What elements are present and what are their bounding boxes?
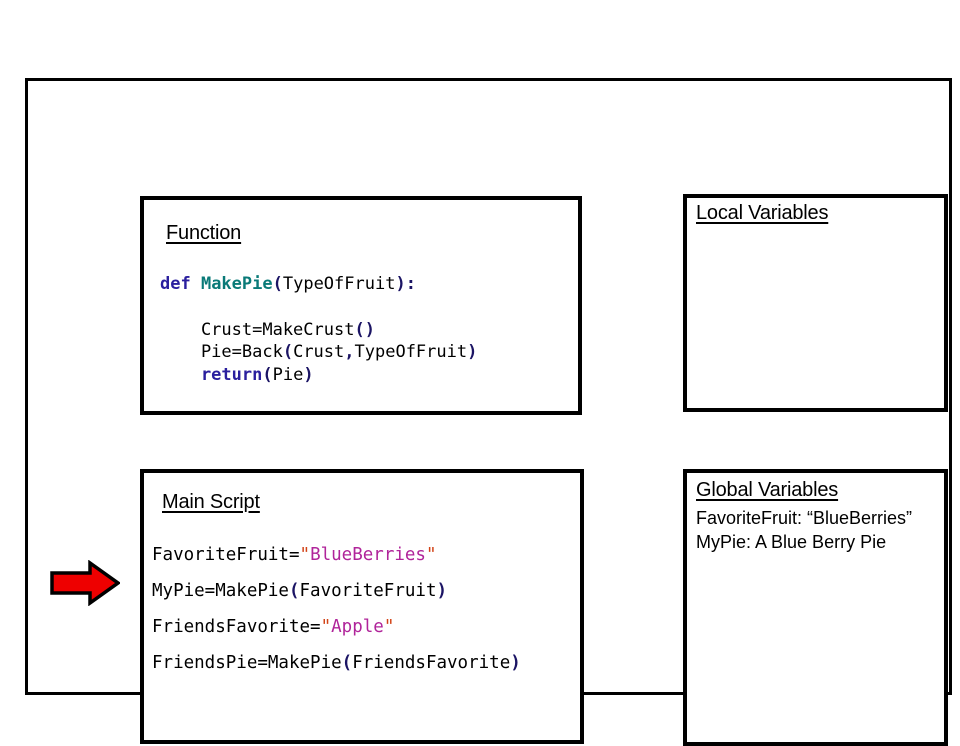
code-token: Pie=Back bbox=[160, 342, 283, 363]
code-token: ( bbox=[341, 652, 353, 673]
code-token bbox=[160, 297, 170, 317]
code-token: MyPie=MakePie bbox=[152, 580, 289, 601]
global-variables-list: FavoriteFruit: “BlueBerries” MyPie: A Blu… bbox=[696, 507, 912, 555]
code-token: Pie bbox=[272, 365, 304, 386]
local-variables-panel: Local Variables bbox=[683, 194, 948, 412]
code-line: def MakePie(TypeOfFruit): bbox=[160, 273, 477, 296]
global-variables-panel: Global Variables FavoriteFruit: “BlueBer… bbox=[683, 469, 948, 746]
diagram-outer-frame: Function def MakePie(TypeOfFruit): Crust… bbox=[25, 78, 952, 746]
code-token: ( bbox=[262, 365, 273, 386]
code-line: FriendsFavorite="Apple" bbox=[152, 610, 521, 646]
code-token: " bbox=[383, 616, 395, 637]
code-token: () bbox=[354, 319, 375, 340]
code-token: MakePie bbox=[200, 274, 273, 294]
right-arrow-icon bbox=[50, 559, 122, 607]
code-token: ) bbox=[467, 342, 478, 363]
code-line: return(Pie) bbox=[160, 364, 477, 387]
local-variables-panel-title: Local Variables bbox=[696, 202, 829, 224]
code-token: FriendsFavorite= bbox=[152, 616, 321, 637]
code-token: ( bbox=[272, 274, 283, 294]
code-token: ) bbox=[436, 580, 448, 601]
code-line: MyPie=MakePie(FavoriteFruit) bbox=[152, 574, 521, 610]
code-token: FriendsPie=MakePie bbox=[152, 652, 342, 673]
main-script-panel: Main Script FavoriteFruit="BlueBerries"M… bbox=[140, 469, 584, 744]
code-token: TypeOfFruit bbox=[282, 274, 396, 294]
code-line: Pie=Back(Crust,TypeOfFruit) bbox=[160, 341, 477, 364]
code-token: ( bbox=[288, 580, 300, 601]
function-panel: Function def MakePie(TypeOfFruit): Crust… bbox=[140, 196, 582, 415]
code-line bbox=[160, 296, 477, 319]
code-token: " bbox=[425, 545, 437, 565]
function-code-block: def MakePie(TypeOfFruit): Crust=MakeCrus… bbox=[160, 273, 477, 387]
code-line: FavoriteFruit="BlueBerries" bbox=[152, 538, 521, 574]
code-token: ( bbox=[282, 342, 294, 363]
code-token: " bbox=[320, 616, 332, 637]
main-script-code-block: FavoriteFruit="BlueBerries"MyPie=MakePie… bbox=[152, 538, 521, 682]
code-token: Crust bbox=[293, 342, 345, 363]
code-token: " bbox=[299, 545, 311, 565]
code-token: ): bbox=[395, 274, 416, 294]
code-token: , bbox=[344, 342, 355, 363]
code-line: FriendsPie=MakePie(FriendsFavorite) bbox=[152, 646, 521, 682]
code-token: TypeOfFruit bbox=[354, 342, 468, 363]
variable-entry: MyPie: A Blue Berry Pie bbox=[696, 531, 887, 552]
code-token: BlueBerries bbox=[310, 545, 426, 565]
code-line: Crust=MakeCrust() bbox=[160, 319, 477, 342]
code-token: ) bbox=[303, 365, 314, 386]
code-token: def bbox=[160, 274, 201, 294]
code-token: Apple bbox=[331, 616, 384, 637]
code-token: return bbox=[160, 365, 263, 386]
main-script-panel-title: Main Script bbox=[162, 491, 260, 513]
code-token: ) bbox=[510, 652, 521, 673]
variable-entry: FavoriteFruit: “BlueBerries” bbox=[696, 508, 913, 528]
code-token: FavoriteFruit= bbox=[152, 545, 300, 565]
global-variables-panel-title: Global Variables bbox=[696, 479, 839, 501]
code-token: FavoriteFruit bbox=[299, 580, 437, 601]
function-panel-title: Function bbox=[166, 222, 242, 244]
code-token: FriendsFavorite bbox=[352, 652, 511, 673]
code-token: Crust=MakeCrust bbox=[160, 319, 355, 340]
